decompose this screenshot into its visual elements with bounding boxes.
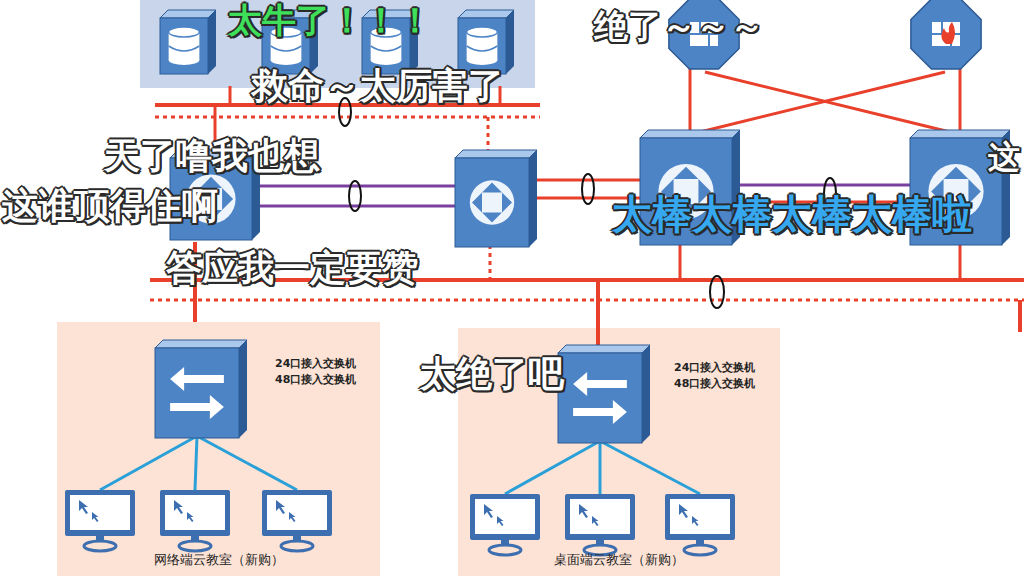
zone-caption: 桌面端云教室（新购） bbox=[458, 552, 780, 569]
bullet-comment: 这 bbox=[988, 140, 1020, 175]
device-label: 48口接入交换机 bbox=[275, 372, 356, 387]
bullet-comment: 太牛了！！！ bbox=[228, 2, 432, 39]
link-aggregation-ovals bbox=[339, 98, 836, 308]
classroom-zone: 24口接入交换机48口接入交换机桌面端云教室（新购） bbox=[458, 328, 780, 576]
bullet-comment: 绝了～～～ bbox=[594, 8, 764, 45]
zone-caption: 网络端云教室（新购） bbox=[57, 552, 380, 569]
bullet-comment: 太棒太棒太棒太棒啦 bbox=[612, 192, 972, 236]
switch-icon bbox=[170, 150, 262, 242]
device-icons bbox=[160, 0, 1010, 247]
classroom-zone: 24口接入交换机48口接入交换机网络端云教室（新购） bbox=[57, 322, 380, 576]
device-label: 24口接入交换机 bbox=[275, 356, 356, 371]
device-label: 48口接入交换机 bbox=[674, 376, 755, 391]
device-label: 交换机 bbox=[282, 158, 315, 173]
device-label: 24口接入交换机 bbox=[674, 360, 755, 375]
switch-node: 交换机 bbox=[170, 150, 262, 242]
server-panel bbox=[140, 0, 535, 88]
red-links bbox=[150, 68, 1024, 332]
bullet-comment: 救命～太厉害了 bbox=[252, 66, 504, 106]
bullet-comment: 答应我一定要赞 bbox=[166, 248, 418, 288]
uplink-line bbox=[193, 242, 197, 322]
